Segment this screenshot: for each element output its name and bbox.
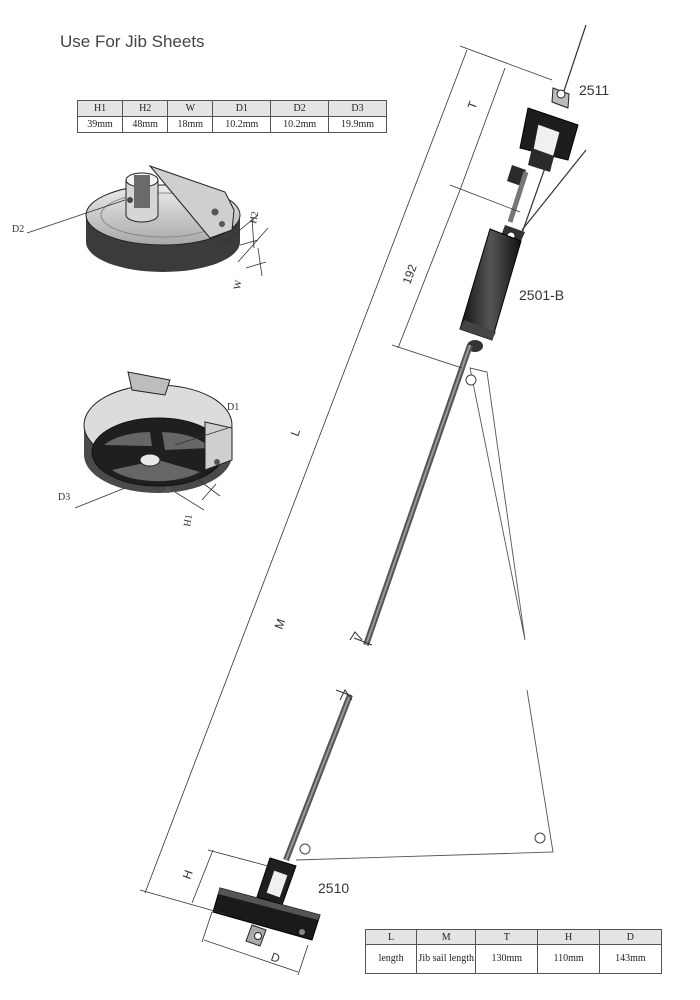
header-d: D xyxy=(598,929,663,945)
value-t: 130mm xyxy=(475,944,539,974)
header-h: H xyxy=(537,929,600,945)
screw-icon xyxy=(214,459,220,465)
header-d3: D3 xyxy=(328,100,387,117)
jib-sail-upper xyxy=(469,367,526,641)
spec-table-bottom-header-row: L M T H D xyxy=(364,929,663,945)
furler-assembly xyxy=(212,24,587,947)
spec-table-bottom-value-row: length Jib sail length 130mm 110mm 143mm xyxy=(364,944,663,974)
value-d3: 19.9mm xyxy=(328,116,387,133)
dim-label-d: D xyxy=(269,950,282,966)
dim-label-h1: H1 xyxy=(182,514,195,528)
part-number-bottom-drum: 2510 xyxy=(318,880,350,896)
header-h2: H2 xyxy=(122,100,169,117)
header-d2: D2 xyxy=(270,100,330,117)
header-l: L xyxy=(364,929,418,945)
dim-label-m: M xyxy=(272,617,289,631)
dim-label-d1: D1 xyxy=(227,402,239,413)
value-h: 110mm xyxy=(537,944,600,974)
header-w: W xyxy=(167,100,214,117)
page-title: Use For Jib Sheets xyxy=(60,32,205,51)
screw-icon xyxy=(211,208,219,216)
spec-table-bottom: L M T H D length Jib sail length 130mm 1… xyxy=(364,929,663,974)
dim-label-l: L xyxy=(288,427,304,438)
dim-label-d3: D3 xyxy=(58,492,70,503)
dim-label-t: T xyxy=(465,99,481,111)
spec-table-top: H1 H2 W D1 D2 D3 39mm 48mm 18mm 10.2mm 1… xyxy=(76,100,387,133)
spec-table-top-value-row: 39mm 48mm 18mm 10.2mm 10.2mm 19.9mm xyxy=(76,116,387,133)
value-w: 18mm xyxy=(167,116,214,133)
value-m: Jib sail length xyxy=(416,944,477,974)
drum-bottom-view xyxy=(74,371,233,511)
value-h1: 39mm xyxy=(76,116,124,133)
spec-table-top-header-row: H1 H2 W D1 D2 D3 xyxy=(76,100,387,117)
dim-label-d2: D2 xyxy=(12,224,24,235)
forestay-line xyxy=(560,24,587,101)
dim-label-w: W xyxy=(232,279,245,291)
dim-label-192: 192 xyxy=(400,262,420,286)
value-d: 143mm xyxy=(598,944,663,974)
dimension-lines xyxy=(139,45,553,976)
value-l: length xyxy=(364,944,418,974)
dim-label-h2: H2 xyxy=(248,211,261,225)
screw-icon xyxy=(165,487,171,493)
header-m: M xyxy=(416,929,477,945)
part-number-top-swivel: 2511 xyxy=(579,82,610,98)
header-d1: D1 xyxy=(212,100,272,117)
part-number-drum: 2501-B xyxy=(519,287,565,303)
dim-label-h: H xyxy=(180,868,196,881)
jib-sail-lower xyxy=(295,689,554,861)
drum-top-view xyxy=(26,164,269,277)
header-h1: H1 xyxy=(76,100,124,117)
header-t: T xyxy=(475,929,539,945)
screw-icon xyxy=(219,221,225,227)
